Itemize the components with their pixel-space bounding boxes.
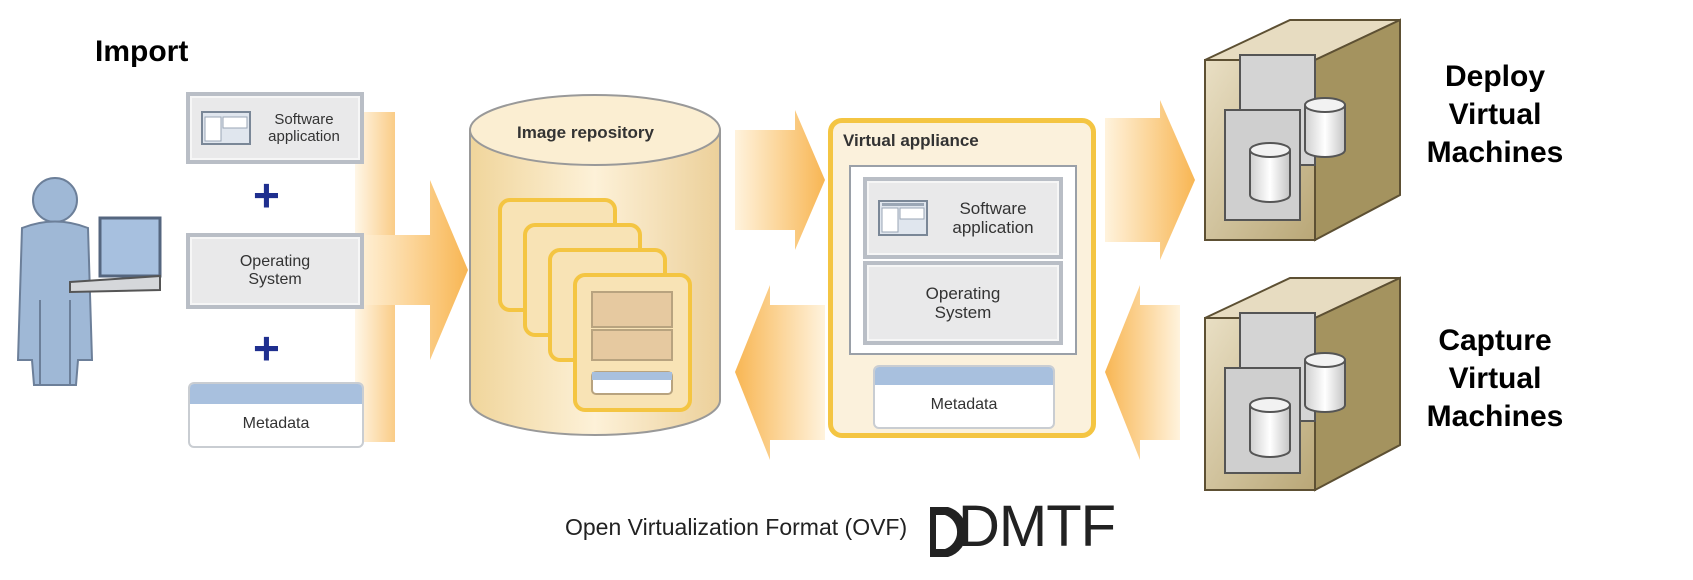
ovf-caption: Open Virtualization Format (OVF) [565, 514, 908, 540]
import-os-label: Operating System [239, 253, 311, 288]
window-icon [201, 111, 251, 145]
deploy-line-3: Machines [1426, 136, 1564, 169]
import-arrow [355, 112, 468, 442]
capture-line-2: Virtual [1448, 362, 1542, 395]
person-icon [16, 177, 94, 386]
capture-arrow [1105, 285, 1180, 460]
capture-label: Capture Virtual Machines [1405, 322, 1585, 436]
plus-icon: + [253, 322, 280, 374]
repository-image-stack [498, 198, 692, 412]
import-os-box: Operating System [186, 233, 364, 309]
capture-line-1: Capture [1438, 324, 1552, 357]
deploy-line-1: Deploy [1444, 60, 1546, 93]
window-icon [878, 200, 928, 236]
repository-to-appliance-arrow [735, 110, 825, 250]
image-repository-title: Image repository [517, 123, 654, 142]
plus-icon: + [253, 169, 280, 221]
laptop-icon [69, 216, 162, 294]
appliance-os-label: Operating System [925, 284, 1001, 322]
dmtf-logo-text: DMTF [958, 494, 1116, 559]
deploy-label: Deploy Virtual Machines [1405, 58, 1585, 172]
import-software-label: Software application [268, 111, 340, 145]
appliance-os-box: Operating System [863, 261, 1063, 345]
deploy-line-2: Virtual [1448, 98, 1542, 131]
appliance-software-box: Software application [863, 177, 1063, 259]
appliance-metadata-label: Metadata [930, 396, 998, 413]
capture-server-icon [1204, 276, 1401, 492]
appliance-software-label: Software application [952, 199, 1034, 237]
virtual-appliance-title: Virtual appliance [843, 131, 979, 150]
import-title: Import [95, 35, 189, 68]
virtual-appliance-panel: Virtual appliance Software application O… [828, 118, 1096, 438]
deploy-arrow [1105, 100, 1195, 260]
dmtf-logo-mark [930, 507, 967, 557]
import-metadata-label: Metadata [242, 415, 310, 432]
capture-line-3: Machines [1426, 400, 1564, 433]
appliance-metadata-box: Metadata [873, 365, 1055, 429]
metadata-band [190, 384, 362, 404]
deploy-server-icon [1204, 18, 1401, 242]
import-metadata-box: Metadata [188, 382, 364, 448]
appliance-to-repository-arrow [735, 285, 825, 460]
metadata-band [875, 367, 1053, 385]
import-software-box: Software application [186, 92, 364, 164]
